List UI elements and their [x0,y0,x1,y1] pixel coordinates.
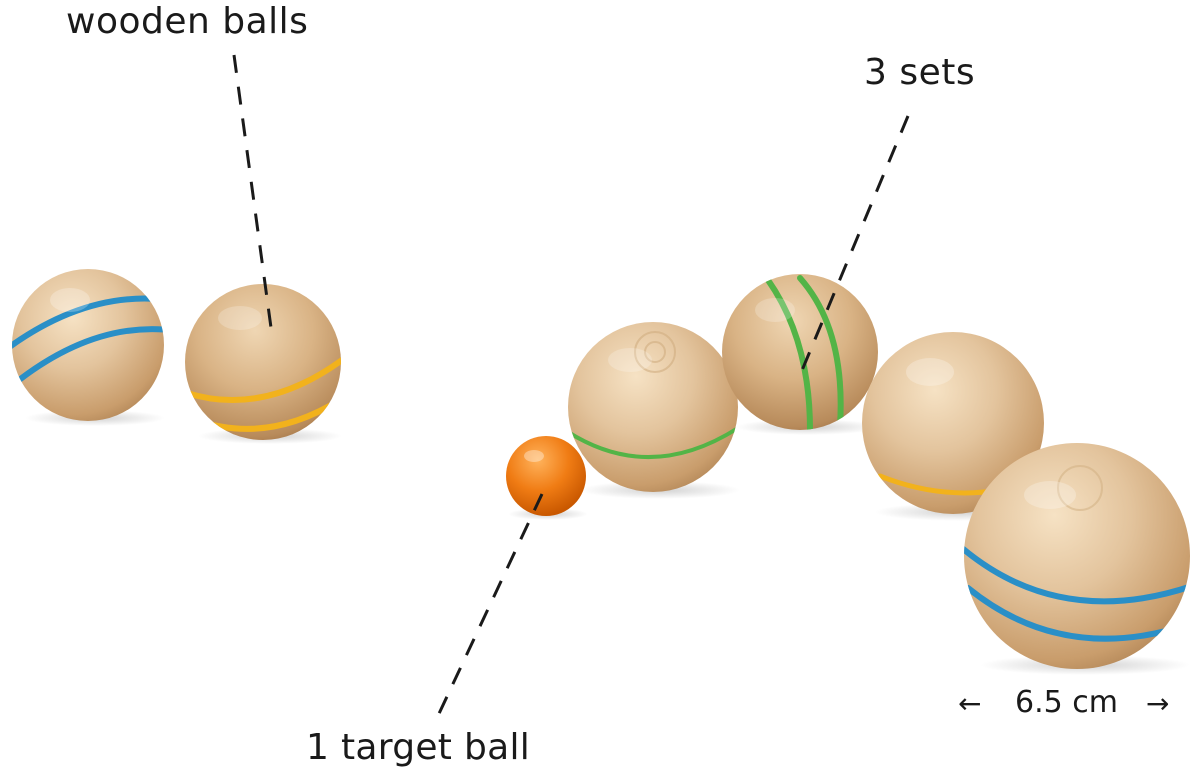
arrow-left-icon: ← [958,687,982,720]
wooden-ball-blue-stripe [964,443,1190,669]
leader-line-sets [796,115,910,381]
leader-line-target-ball [434,493,544,721]
label-ball-size: 6.5 cm [1015,685,1118,720]
label-wooden-balls: wooden balls [66,1,309,42]
wooden-ball-green-stripe [722,274,878,430]
label-sets: 3 sets [864,52,976,93]
wooden-ball-blue-stripe [12,269,164,421]
leader-line-wooden-balls [232,54,274,336]
wooden-ball-yellow-stripe [185,284,341,440]
wooden-ball-yellow-stripe [862,332,1044,514]
arrow-right-icon: → [1146,687,1170,720]
label-target-ball: 1 target ball [306,727,531,768]
target-ball [506,436,586,516]
wooden-ball-green-stripe [568,322,738,492]
